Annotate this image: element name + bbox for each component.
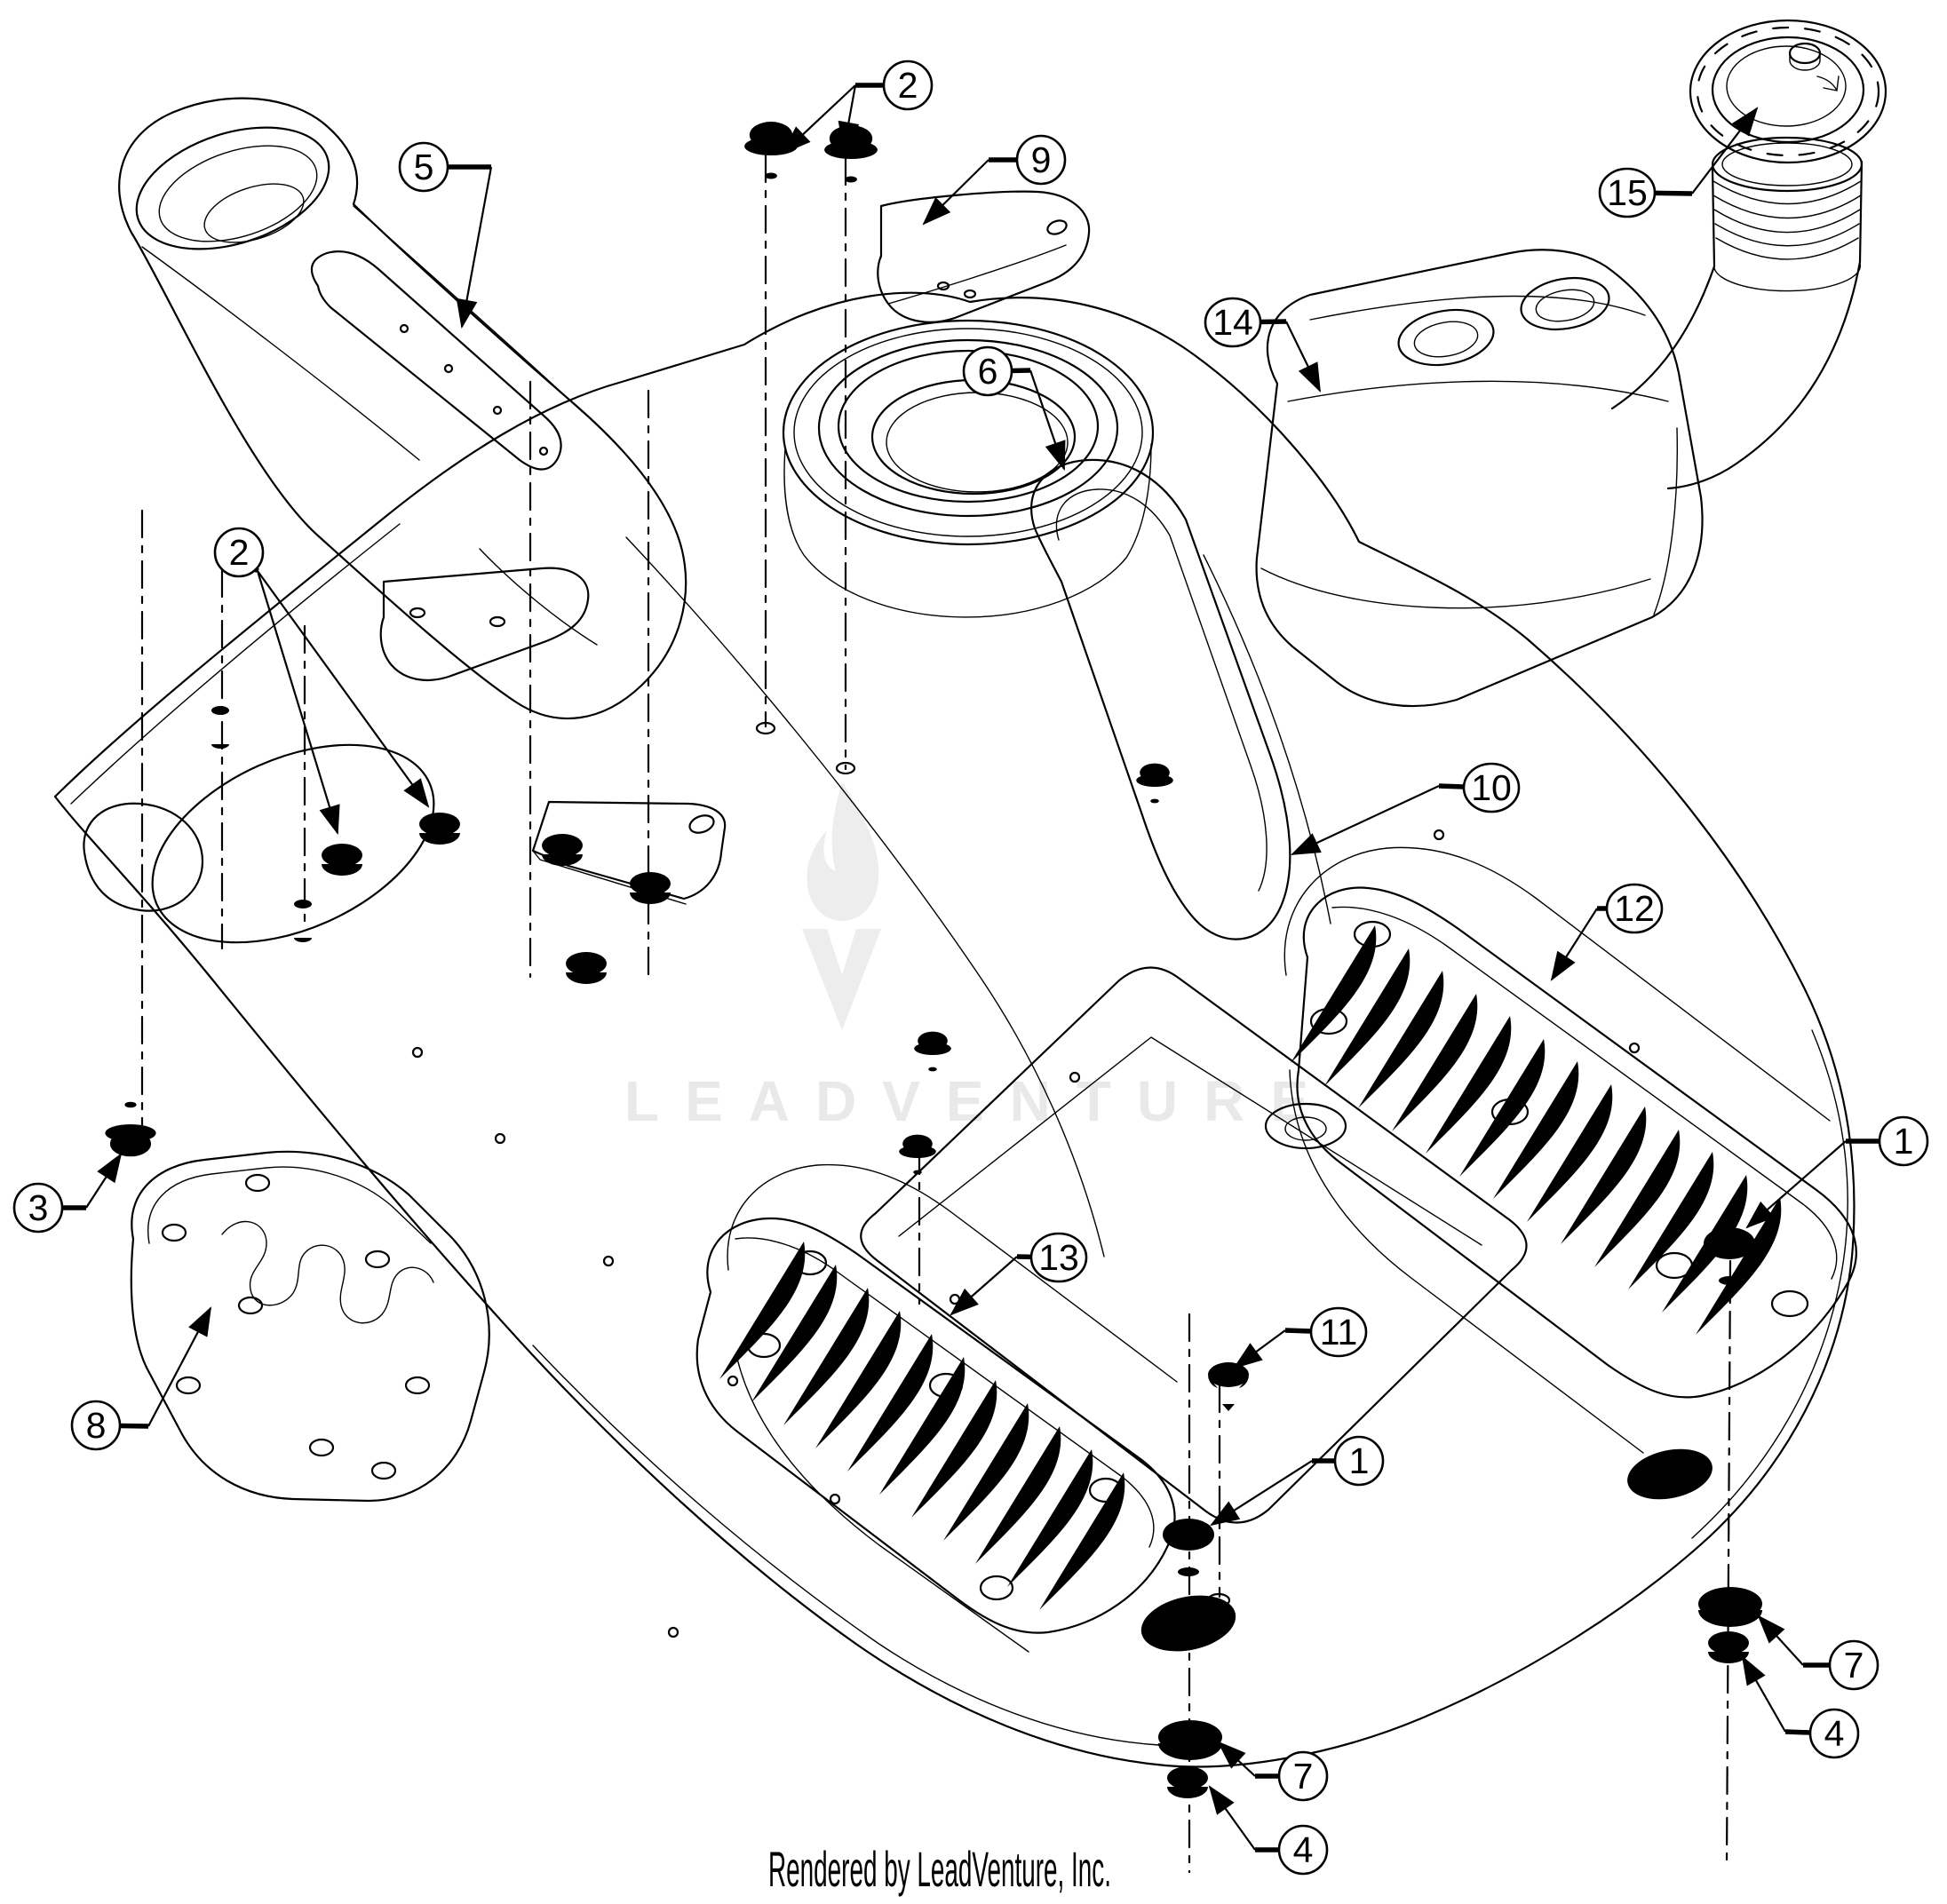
callout-8: 8: [70, 1306, 212, 1451]
callout-bubble: [1029, 1232, 1088, 1283]
fuel-cap: [1689, 19, 1887, 164]
callout-number: 4: [1824, 1713, 1845, 1754]
callout-number: 10: [1471, 767, 1512, 808]
callout-bubble: [70, 1400, 122, 1451]
grommet-recess: [1622, 1441, 1718, 1507]
callout-number: 12: [1614, 888, 1655, 929]
callout-7: 7: [1757, 1614, 1879, 1691]
callout-number: 13: [1038, 1237, 1079, 1278]
callout-bubble: [1277, 1824, 1329, 1876]
footrest-pad-left: [695, 1217, 1176, 1634]
callout-number: 7: [1293, 1756, 1314, 1797]
shoulder-bolt-1: [1163, 1519, 1214, 1576]
callout-2: 2: [782, 60, 934, 155]
callout-bubble: [1605, 883, 1664, 934]
callout-bubble: [962, 345, 1013, 397]
callout-10: 10: [1291, 762, 1521, 855]
callout-6: 6: [962, 345, 1066, 472]
callout-4: 4: [1741, 1655, 1860, 1759]
callout-bubble: [213, 527, 265, 578]
callout-number: 5: [414, 147, 434, 187]
spacer: [294, 900, 312, 942]
callout-7: 7: [1217, 1741, 1329, 1802]
callout-number: 15: [1607, 172, 1648, 213]
callout-number: 2: [229, 532, 250, 573]
callout-number: 3: [28, 1187, 49, 1228]
callout-bubble: [1333, 1435, 1385, 1487]
callout-bubble: [1204, 297, 1262, 348]
fuel-tank: [1255, 249, 1704, 708]
flame-v-logo-icon: [802, 781, 881, 1030]
callout-number: 2: [898, 65, 918, 106]
callout-bubble: [1808, 1708, 1860, 1759]
spacer: [211, 706, 229, 749]
callout-number: 11: [1320, 1312, 1358, 1353]
hex-bolt-3: [105, 1101, 156, 1157]
flange-nut: [542, 834, 583, 866]
callout-bubble: [1828, 1639, 1879, 1691]
footpad-plate-8: [130, 1150, 490, 1503]
flange-nut-4: [1167, 1766, 1208, 1798]
callout-15: 15: [1598, 107, 1759, 218]
hex-bolt: [914, 1031, 951, 1072]
hex-bolt: [899, 1134, 936, 1175]
callout-13: 13: [950, 1232, 1088, 1316]
handle-opening: [1030, 458, 1291, 940]
center-lines: [140, 154, 1732, 1874]
callout-bubble: [1878, 1115, 1929, 1167]
callout-number: 4: [1293, 1829, 1314, 1870]
callout-number: 14: [1212, 302, 1253, 343]
callout-bubble: [1015, 134, 1067, 186]
callout-14: 14: [1204, 297, 1321, 393]
flange-nut: [566, 952, 607, 984]
push-pin-11: [1208, 1362, 1249, 1411]
callout-bubble: [1309, 1306, 1368, 1358]
callout-3: 3: [12, 1153, 123, 1234]
callout-1: 1: [1745, 1115, 1929, 1229]
watermark-text: LEADVENTURE: [624, 1069, 1308, 1133]
flange-nut-2: [419, 813, 460, 845]
steering-console: [118, 97, 687, 720]
washer-7: [1158, 1720, 1222, 1760]
callout-bubble: [1598, 167, 1657, 218]
hex-bolt: [1136, 763, 1173, 804]
callout-bubble: [12, 1182, 64, 1234]
hex-bolt: [824, 125, 878, 183]
callout-bubble: [1277, 1750, 1329, 1802]
callout-1: 1: [1210, 1435, 1385, 1527]
flange-nut-2: [322, 844, 362, 876]
callout-bubble: [882, 60, 934, 111]
callout-number: 8: [86, 1405, 107, 1446]
callout-number: 1: [1349, 1440, 1370, 1481]
hex-bolt: [744, 122, 798, 179]
footer-credit: Rendered by LeadVenture, Inc.: [768, 1841, 1111, 1897]
callout-11: 11: [1233, 1306, 1368, 1369]
fuel-filler-ring: [782, 319, 1155, 618]
callout-2: 2: [213, 527, 430, 836]
callout-number: 6: [978, 351, 998, 392]
fasteners: [105, 122, 1762, 1798]
callout-bubble: [398, 141, 449, 193]
callout-9: 9: [922, 134, 1067, 226]
callout-number: 1: [1894, 1121, 1914, 1162]
footrest-pad-right: [1291, 886, 1857, 1399]
callout-number: 9: [1031, 139, 1052, 180]
callout-4: 4: [1208, 1785, 1329, 1876]
filler-neck: [1610, 136, 1864, 490]
mounting-bracket-9: [877, 190, 1091, 323]
support-bracket-a: [379, 567, 590, 682]
washer-7: [1698, 1587, 1762, 1627]
fender-body: [53, 291, 1856, 1768]
callout-bubble: [1462, 762, 1521, 813]
callout-12: 12: [1550, 883, 1664, 981]
callout-5: 5: [398, 141, 493, 329]
callout-number: 7: [1844, 1645, 1864, 1686]
flange-nut: [630, 872, 671, 904]
